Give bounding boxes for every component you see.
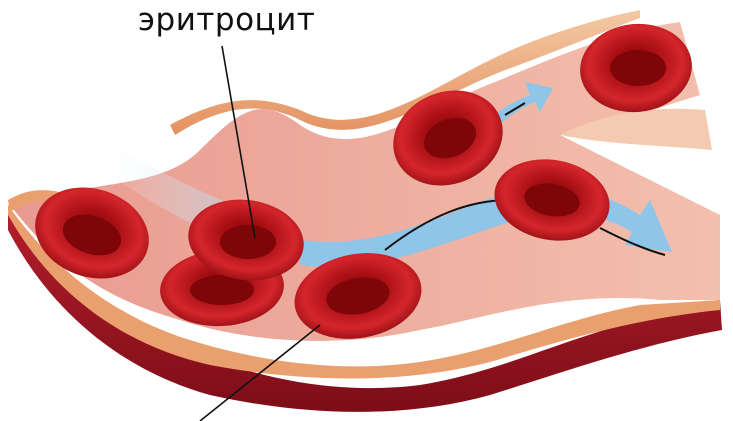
erythrocyte-label: эритроцит: [138, 2, 338, 38]
